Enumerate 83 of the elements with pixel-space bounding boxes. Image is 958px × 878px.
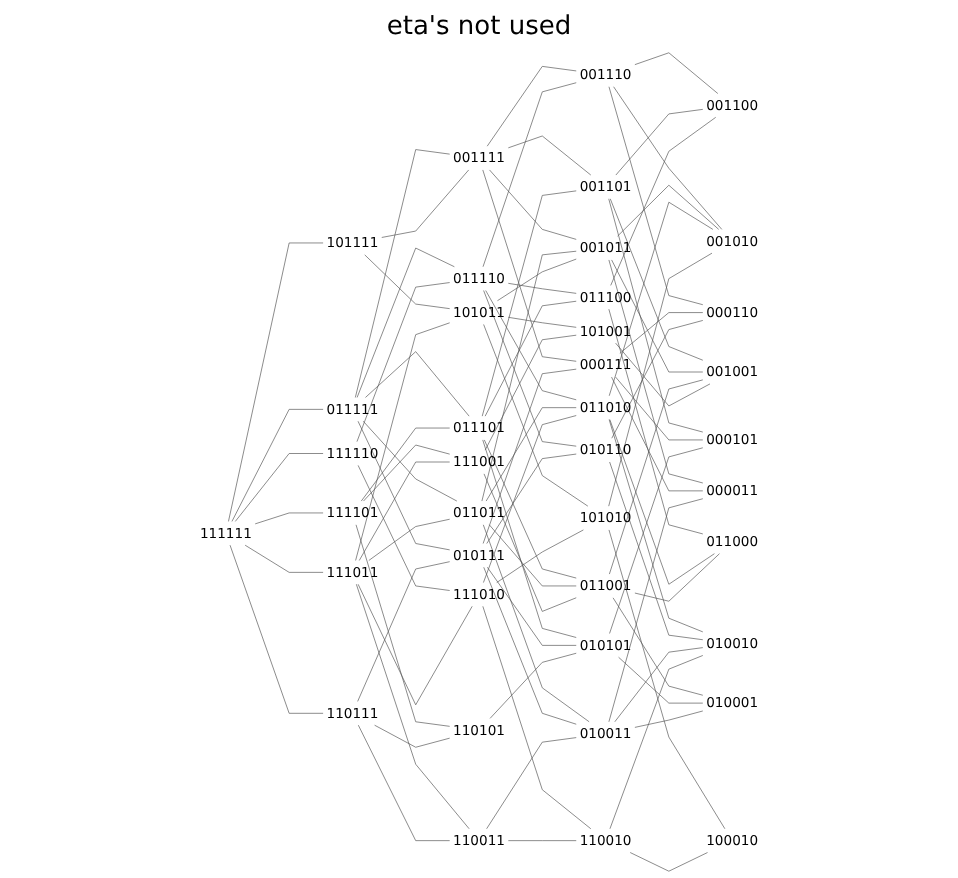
connector [355,524,450,727]
connector [485,407,577,502]
connector [481,190,577,417]
connector [484,439,577,579]
connector [365,351,470,417]
connector [484,300,577,417]
connector [486,66,577,147]
connector [231,409,324,522]
connector [609,655,704,830]
connector [486,737,577,830]
connector [609,379,704,575]
connector [608,498,704,723]
connector [489,652,577,719]
connector [482,439,577,638]
connector [483,473,577,612]
connector [244,544,324,573]
connector [634,710,704,728]
connector [615,109,704,176]
connector [483,415,577,583]
connector [608,198,704,433]
diagram-title: eta's not used [386,12,572,42]
connector [508,316,577,328]
connector [497,258,577,302]
connector [357,420,450,551]
connector [228,242,324,522]
connector [609,198,704,361]
connector [356,247,455,398]
connector [364,254,450,309]
connector [358,724,450,841]
connector [485,290,577,401]
connector [355,322,450,561]
connector [368,518,450,561]
connector [608,259,704,484]
connector [484,334,577,451]
connector [355,149,450,398]
connector [357,561,450,702]
connector [611,320,704,439]
connector [482,368,577,544]
connector [229,544,324,714]
connector [356,282,450,442]
connector [612,597,704,696]
connector [613,86,723,230]
connector [481,250,577,502]
connector [381,169,470,238]
connector [629,852,708,872]
connector [483,290,577,447]
connector [482,524,590,723]
connector [618,656,704,704]
connector [615,342,711,407]
connector [508,283,577,294]
connector [374,724,450,748]
connector [609,419,715,585]
connector [634,553,720,602]
connector [489,169,577,240]
connector [611,376,704,492]
connector [608,308,704,535]
connector [487,566,577,646]
connector [608,529,726,830]
connector [358,461,450,561]
connector [234,453,324,522]
connector [363,444,450,502]
connector [483,566,577,725]
connector [619,312,704,354]
connector [486,453,577,544]
connector [357,583,473,706]
connector [356,583,470,830]
connector [608,201,714,397]
connector [483,324,589,507]
connector [608,86,704,306]
connector [617,184,720,237]
connector [634,52,719,94]
connector [615,376,704,441]
connector [608,252,713,507]
connector [254,512,324,525]
connector [508,840,577,841]
connector [611,259,704,373]
connector [614,647,704,723]
connector [357,465,450,591]
connector [508,135,592,176]
connector [482,606,592,830]
connector [482,169,577,362]
connector [482,82,577,268]
connector [610,116,717,286]
